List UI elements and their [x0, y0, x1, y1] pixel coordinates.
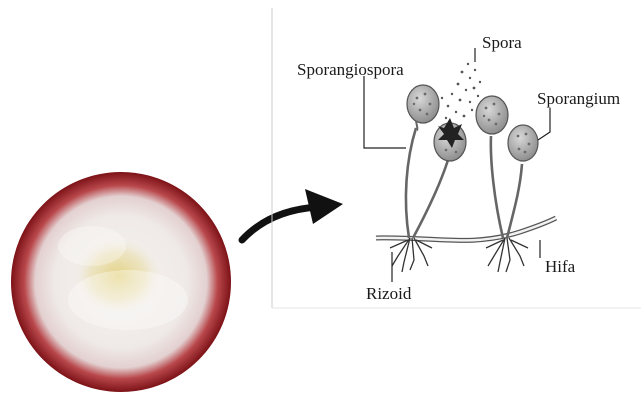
sporangium-1 [407, 85, 439, 130]
label-spora: Spora [482, 33, 522, 52]
rhizopus-diagram: Sporangiospora Spora Sporangium Hifa Riz… [297, 33, 620, 303]
spore-cloud [441, 63, 481, 119]
label-sporangium: Sporangium [537, 89, 620, 108]
label-sporangiospora: Sporangiospora [297, 60, 404, 79]
sporangium-4 [508, 125, 538, 161]
culture-photo [11, 172, 231, 392]
rhizoid-right [486, 238, 528, 272]
sporangium-3 [476, 96, 508, 134]
rhizoid-left [390, 238, 432, 272]
sporangium-bursting [434, 118, 466, 161]
label-rizoid: Rizoid [366, 284, 412, 303]
arrow-icon [242, 189, 343, 240]
label-hifa: Hifa [545, 257, 576, 276]
